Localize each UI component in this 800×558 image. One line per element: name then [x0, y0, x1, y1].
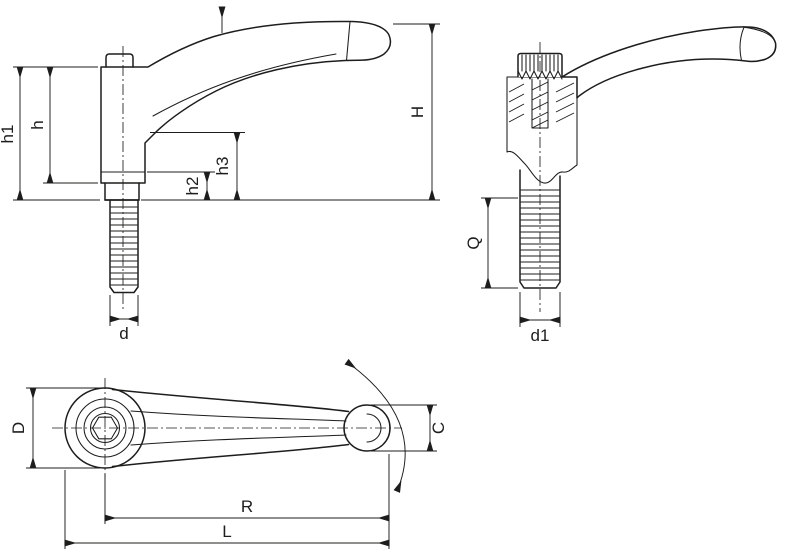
side-knurl-lines [521, 54, 559, 72]
dim-label-h2: h2 [183, 177, 202, 196]
top-extension-lines [26, 387, 437, 549]
dim-label-Q: Q [464, 236, 483, 249]
side-view: Q d1 [464, 26, 777, 345]
dim-label-h: h [28, 120, 47, 129]
top-arm-outer-bottom [111, 443, 350, 468]
hub-counterbore-circle [83, 406, 127, 450]
dim-label-h3: h3 [213, 157, 232, 176]
side-grip-tip-cream [739, 26, 777, 62]
rotation-arc-arrow [344, 358, 406, 493]
dim-label-H: H [408, 106, 427, 118]
front-view: h1 h h3 h2 d H [0, 6, 440, 343]
side-threaded-stud [519, 169, 561, 289]
side-body-cream [506, 76, 578, 184]
front-stud-thread-lines [110, 206, 138, 286]
dim-label-R: R [241, 497, 253, 516]
hub-socket-circle [89, 412, 121, 444]
front-threaded-stud [104, 199, 140, 294]
dim-label-D: D [9, 422, 28, 434]
dim-label-d1: d1 [531, 326, 550, 345]
side-body-hatch-right [555, 82, 575, 123]
dim-label-d: d [119, 324, 128, 343]
top-arm-inner-bottom [130, 434, 347, 446]
side-arm-outline [561, 26, 777, 99]
dim-label-L: L [222, 522, 231, 541]
side-body-hatch-left [508, 83, 525, 123]
front-collar [104, 182, 140, 201]
front-arm-rib-line [152, 53, 337, 117]
dim-label-h1: h1 [0, 125, 17, 144]
top-view: D C R L [9, 358, 448, 549]
side-extension-lines [481, 197, 561, 327]
dim-label-C: C [429, 422, 448, 434]
front-lever-outline [100, 20, 392, 184]
hub-boss-circle [75, 398, 135, 458]
top-arm-inner-top [130, 410, 347, 422]
front-knob-seam [345, 21, 351, 61]
top-arm-outer-top [111, 388, 350, 413]
front-extension-lines [13, 23, 440, 326]
hex-socket [91, 416, 119, 440]
hub-outer-circle [64, 387, 146, 469]
front-top-cap [105, 53, 134, 68]
